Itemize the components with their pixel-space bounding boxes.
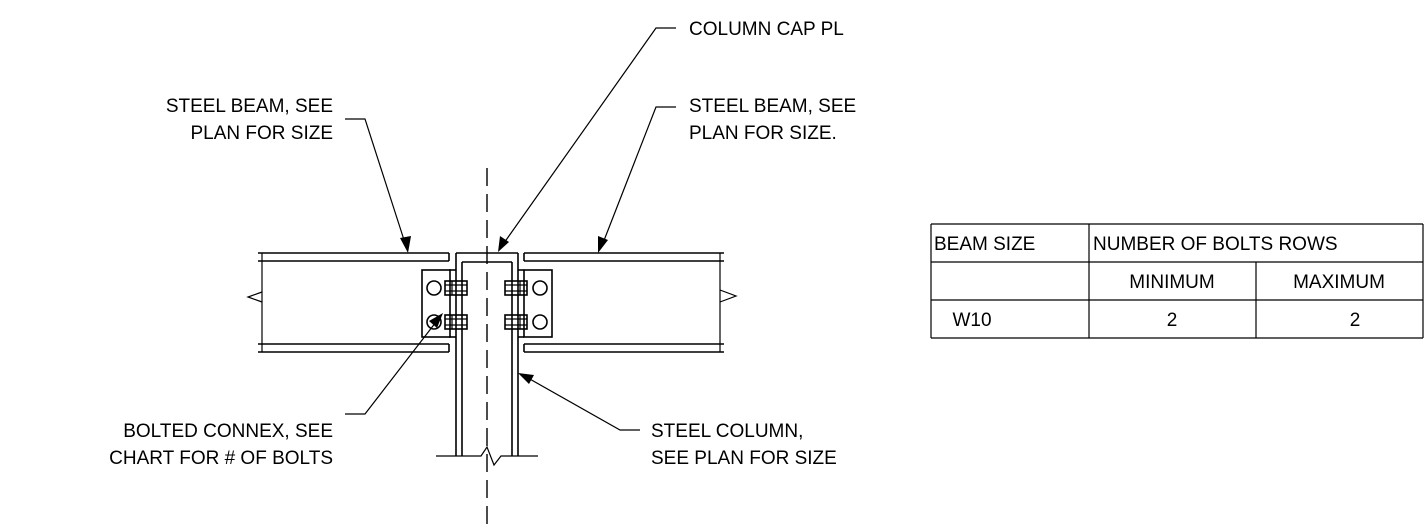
bolt-rows-table: BEAM SIZE NUMBER OF BOLTS ROWS MINIMUM M…: [930, 223, 1424, 339]
bolts: [426, 280, 548, 330]
left-clip-angle: [421, 269, 456, 338]
table-header-bolt-rows: NUMBER OF BOLTS ROWS: [1093, 234, 1338, 255]
label-column-line1: STEEL COLUMN,: [651, 421, 803, 442]
leader-bolted-connex: [345, 313, 443, 415]
label-beam-right-line1: STEEL BEAM, SEE: [689, 96, 856, 117]
table-header-beam-size: BEAM SIZE: [934, 234, 1035, 255]
left-steel-beam: [246, 252, 450, 353]
label-beam-right-line2: PLAN FOR SIZE.: [689, 123, 837, 144]
leader-steel-column: [518, 373, 640, 431]
leader-left-beam: [345, 118, 411, 253]
right-steel-beam: [523, 252, 738, 353]
table-subheader-minimum: MINIMUM: [1129, 272, 1214, 293]
label-column-cap: COLUMN CAP PL: [689, 19, 844, 40]
label-bolted-line2: CHART FOR # OF BOLTS: [109, 448, 333, 469]
table-cell-minimum: 2: [1167, 310, 1178, 331]
right-clip-angle: [518, 269, 553, 338]
leader-right-beam: [598, 106, 676, 253]
leader-column-cap: [498, 27, 676, 252]
label-beam-left-line1: STEEL BEAM, SEE: [166, 96, 333, 117]
label-bolted-line1: BOLTED CONNEX, SEE: [123, 421, 333, 442]
table-cell-beam-size: W10: [952, 310, 991, 331]
label-column-line2: SEE PLAN FOR SIZE: [651, 448, 837, 469]
table-cell-maximum: 2: [1350, 310, 1361, 331]
steel-column: [436, 252, 538, 467]
table-subheader-maximum: MAXIMUM: [1293, 272, 1385, 293]
label-beam-left-line2: PLAN FOR SIZE: [190, 123, 333, 144]
